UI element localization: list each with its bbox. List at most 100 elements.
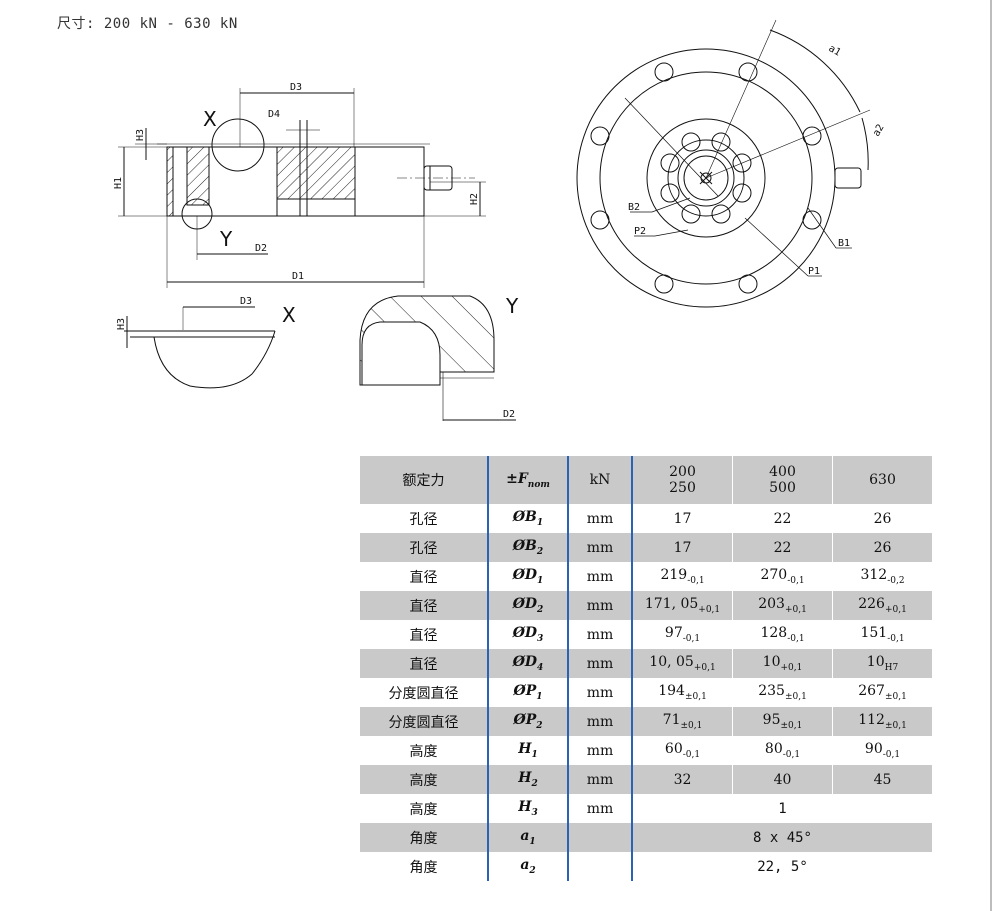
row-name: 直径 [409,627,438,644]
row-name: 分度圆直径 [388,685,459,702]
row-value-2: 270-0,1 [732,562,833,591]
row-value-3: 90-0,1 [864,741,901,760]
row-value-span: 1 [778,800,787,817]
row-value-2: 235±0,1 [732,678,833,707]
row-symbol: ØP2 [487,707,568,736]
row-name: 直径 [360,649,488,678]
row-unit [567,852,633,881]
row-value-2: 203+0,1 [732,591,833,620]
row-unit: mm [567,562,633,591]
label-a1: a1 [827,43,843,59]
row-name: 高度 [360,765,488,794]
inner-bolt-holes [660,132,752,224]
row-unit: mm [567,533,633,562]
row-unit: mm [567,620,633,649]
row-value-1: 171, 05+0,1 [632,591,733,620]
label-d3: D3 [290,82,302,93]
row-symbol: a1 [487,823,568,852]
row-value-1: 10, 05+0,1 [632,649,733,678]
row-name: 孔径 [360,533,488,562]
label-h3-detail: H3 [116,318,127,330]
row-value-1: 17 [632,504,733,533]
row-value-1: 219-0,1 [632,562,733,591]
label-d2: D2 [255,243,267,254]
row-symbol: ØB2 [487,533,568,562]
row-value-2: 128-0,1 [732,620,833,649]
label-b1: B1 [838,238,850,249]
row-value-1: 32 [632,765,733,794]
row-symbol: ØD1 [487,562,568,591]
label-d1: D1 [292,271,304,282]
detail-x-view [124,306,276,389]
row-value-1: 71±0,1 [632,707,733,736]
row-value-2: 22 [732,533,833,562]
row-value-1: 17 [632,533,733,562]
label-y: Y [219,227,233,251]
row-value-3: 226+0,1 [832,591,932,620]
row-value-3: 267±0,1 [858,683,907,702]
row-value-2: 80-0,1 [732,736,833,765]
row-symbol: H1 [487,736,568,765]
label-y-detail: Y [505,294,519,318]
row-value-1: 194±0,1 [632,678,733,707]
row-unit: mm [567,591,633,620]
row-unit: mm [567,794,633,823]
row-symbol: ØD2 [487,591,568,620]
row-symbol: a2 [487,852,568,881]
row-symbol: ØP1 [487,678,568,707]
label-a2: a2 [871,123,887,139]
row-unit: mm [567,678,633,707]
row-value-2: 95±0,1 [732,707,833,736]
label-h2: H2 [469,193,480,205]
technical-drawing: D3 D4 H3 H1 H2 D2 D1 X Y D3 H3 X D2 Y [113,19,887,421]
label-x-detail: X [282,303,296,327]
row-name: 直径 [360,591,488,620]
row-value-3: 26 [873,510,892,527]
row-value-3: 312-0,2 [860,567,905,586]
label-d4: D4 [268,109,280,120]
page-title: 尺寸: 200 kN - 630 kN [57,16,238,32]
header-symbol: ±Fnom [487,456,568,504]
row-name: 分度圆直径 [360,707,488,736]
side-section-view [118,88,486,288]
label-h1: H1 [113,177,124,189]
row-unit: mm [567,649,633,678]
header-name: 额定力 [360,456,488,504]
header-unit: kN [567,456,633,504]
label-p2: P2 [634,226,646,237]
row-unit: mm [567,736,633,765]
row-value-1: 97-0,1 [632,620,733,649]
row-value-3: 112±0,1 [832,707,932,736]
top-view [576,19,871,308]
row-symbol: ØB1 [487,504,568,533]
outer-bolt-holes [590,62,822,294]
header-range-3: 630 [832,456,932,504]
row-value-3: 10H7 [832,649,932,678]
row-name: 孔径 [409,511,438,528]
label-b2: B2 [628,202,640,213]
label-d3-detail: D3 [240,296,252,307]
label-x: X [203,107,217,131]
page-border [990,0,992,911]
row-value-3: 151-0,1 [860,625,905,644]
row-name: 角度 [360,823,488,852]
row-name: 直径 [409,569,438,586]
row-unit [567,823,633,852]
row-value-span: 8 x 45° [632,823,932,852]
row-symbol: H2 [487,765,568,794]
row-name: 高度 [409,801,438,818]
row-value-3: 45 [832,765,932,794]
